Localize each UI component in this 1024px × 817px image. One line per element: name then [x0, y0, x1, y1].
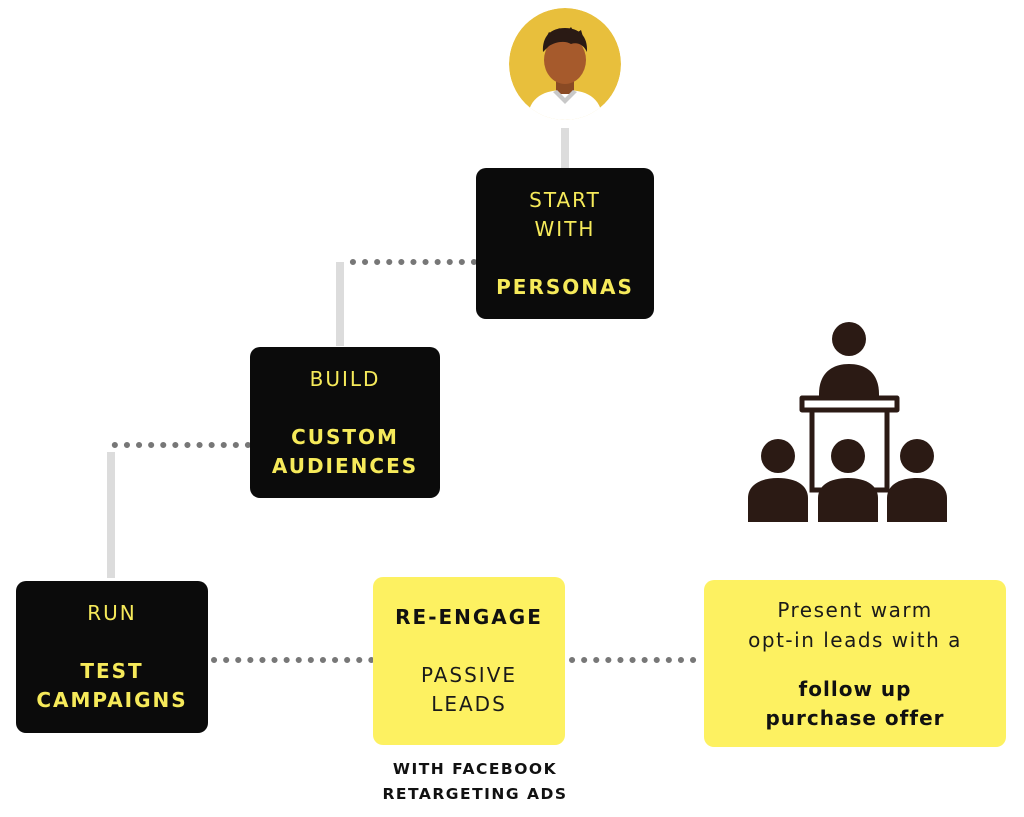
test-line1: RUN — [87, 601, 137, 625]
audiences-bold1: CUSTOM — [291, 424, 399, 449]
reengage-line1: PASSIVE — [420, 663, 518, 687]
step-re-engage: RE-ENGAGE PASSIVE LEADS — [373, 577, 565, 745]
caption-line2: RETARGETING ADS — [382, 785, 568, 803]
personas-line2: WITH — [534, 216, 596, 241]
offer-bold1: follow up — [798, 676, 912, 701]
step-purchase-offer: Present warm opt-in leads with a follow … — [704, 580, 1006, 747]
offer-line1: Present warm — [777, 597, 933, 622]
test-bold1: TEST — [80, 659, 144, 683]
retargeting-caption: WITH FACEBOOK RETARGETING ADS — [350, 757, 600, 807]
step-test-campaigns: RUN TEST CAMPAIGNS — [16, 581, 208, 733]
step-custom-audiences: BUILD CUSTOM AUDIENCES — [250, 347, 440, 498]
personas-bold: PERSONAS — [496, 274, 634, 299]
person-avatar-icon — [509, 8, 621, 120]
reengage-line2: LEADS — [431, 692, 507, 716]
test-bold2: CAMPAIGNS — [36, 688, 188, 712]
personas-line1: START — [529, 187, 601, 212]
offer-bold2: purchase offer — [765, 705, 945, 730]
caption-line1: WITH FACEBOOK — [392, 760, 558, 778]
offer-line2: opt-in leads with a — [748, 627, 962, 652]
reengage-bold: RE-ENGAGE — [395, 605, 543, 629]
audiences-line1: BUILD — [309, 366, 381, 391]
presenter-audience-icon — [748, 322, 947, 522]
step-personas: START WITH PERSONAS — [476, 168, 654, 319]
audiences-bold2: AUDIENCES — [271, 453, 419, 478]
